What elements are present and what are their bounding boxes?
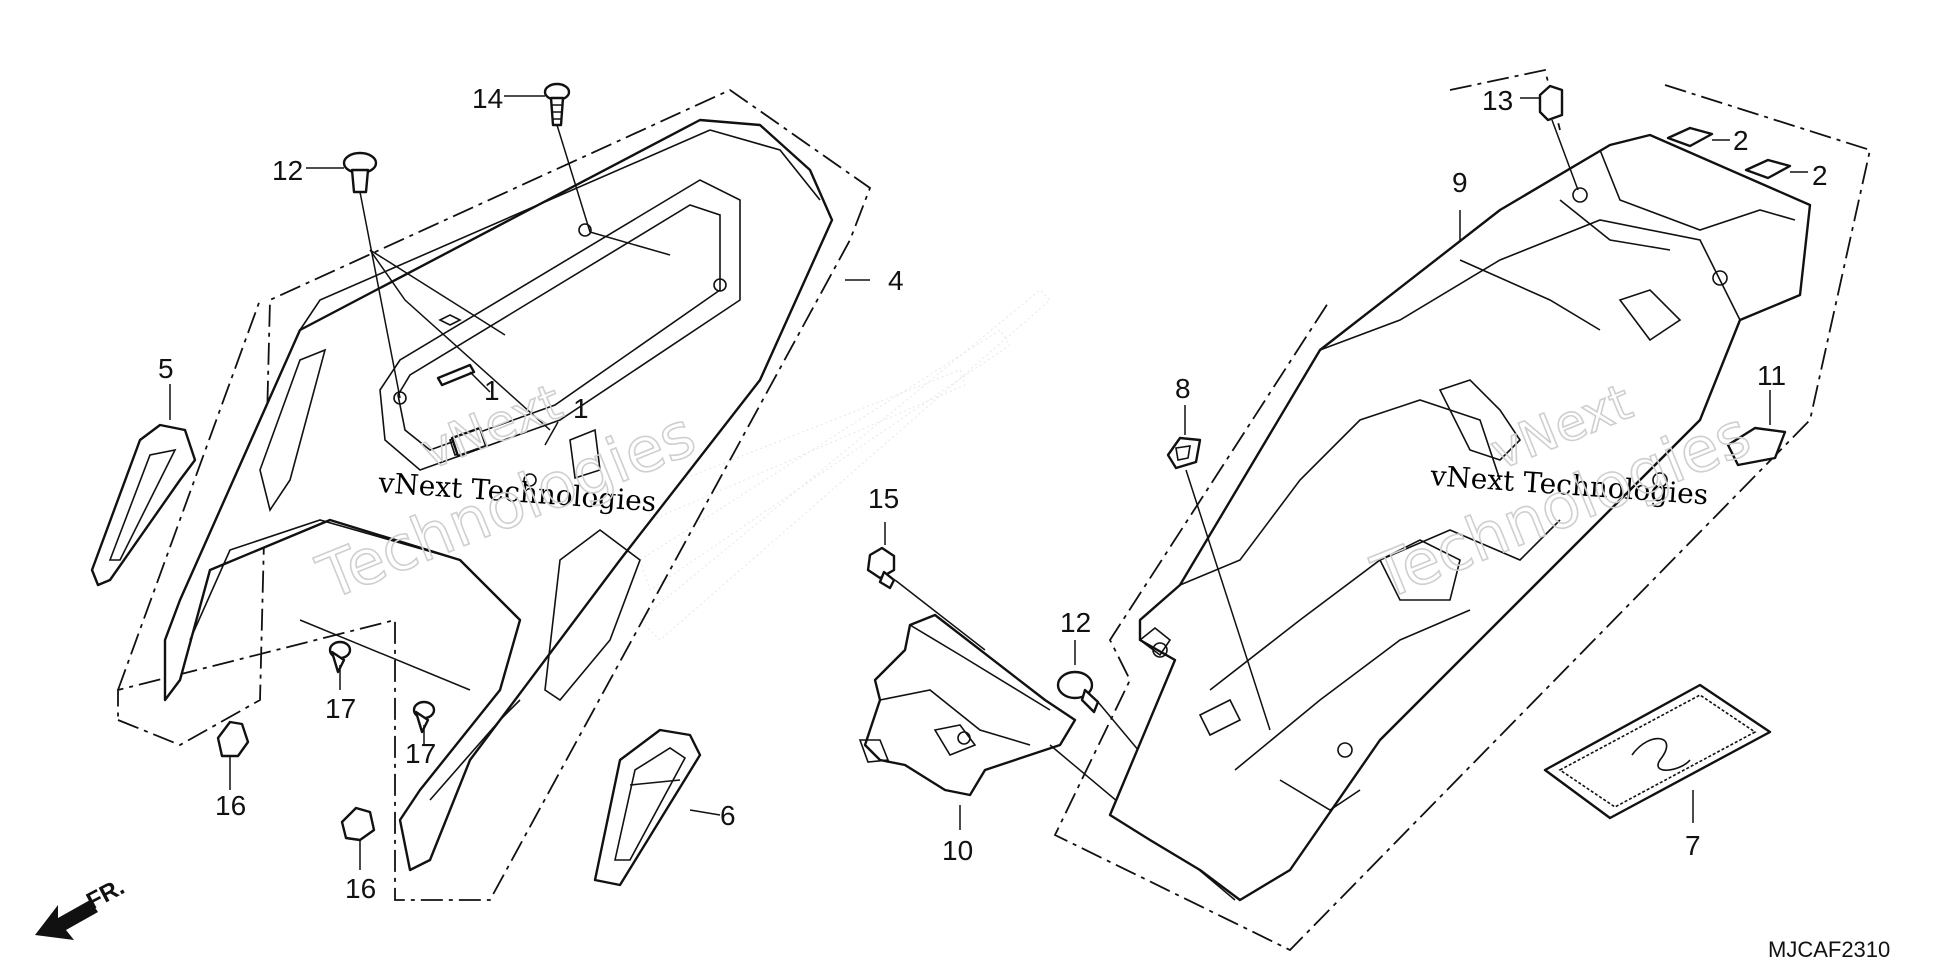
callout-10: 10 bbox=[942, 835, 973, 866]
label-7 bbox=[1543, 683, 1772, 820]
callout-12-left: 12 bbox=[272, 155, 303, 186]
callout-16-lower: 16 bbox=[345, 873, 376, 904]
seat-cowl-group-boundary bbox=[117, 88, 872, 901]
diagram-code: MJCAF2310 bbox=[1768, 937, 1890, 962]
rivet-13 bbox=[1538, 84, 1564, 122]
callout-17-upper: 17 bbox=[325, 693, 356, 724]
pad-11 bbox=[1726, 426, 1787, 467]
leader-lines-right bbox=[1184, 97, 1808, 823]
callout-16-upper: 16 bbox=[215, 790, 246, 821]
bolt-15 bbox=[866, 546, 896, 590]
callout-6: 6 bbox=[720, 800, 736, 831]
callout-1-lower: 1 bbox=[573, 393, 589, 424]
leader-lines-left bbox=[169, 95, 870, 870]
pad-2-right bbox=[1744, 158, 1792, 180]
callout-labels: 14 12 4 5 1 1 17 17 16 16 6 15 10 12 8 1… bbox=[158, 83, 1828, 904]
callout-7: 7 bbox=[1685, 830, 1701, 861]
rear-bracket bbox=[858, 613, 1077, 797]
rivet-12-left bbox=[342, 151, 378, 194]
callout-1-upper: 1 bbox=[484, 375, 500, 406]
background-wing-watermark bbox=[629, 289, 1051, 641]
clip-1-lower bbox=[450, 426, 488, 458]
callout-9: 9 bbox=[1452, 167, 1468, 198]
side-garnish-left bbox=[90, 423, 197, 587]
pad-2-left bbox=[1666, 126, 1714, 148]
grommet-16-lower bbox=[340, 806, 376, 842]
grommet-8 bbox=[1166, 436, 1202, 470]
rivet-12-center bbox=[1056, 670, 1100, 714]
front-direction-arrow: FR. bbox=[35, 873, 129, 940]
rear-seat-cowl bbox=[163, 118, 834, 872]
callout-15: 15 bbox=[868, 483, 899, 514]
callout-14: 14 bbox=[472, 83, 503, 114]
clip-1-upper bbox=[436, 363, 476, 387]
callout-8: 8 bbox=[1175, 373, 1191, 404]
callout-5: 5 bbox=[158, 353, 174, 384]
callout-17-lower: 17 bbox=[405, 738, 436, 769]
bolt-14 bbox=[543, 82, 571, 127]
callout-2-left: 2 bbox=[1733, 125, 1749, 156]
rear-fender bbox=[1108, 133, 1812, 902]
grommet-16-upper bbox=[216, 720, 250, 758]
screw-17-lower bbox=[412, 700, 436, 734]
side-garnish-right bbox=[593, 728, 702, 887]
screw-17-upper bbox=[328, 640, 352, 674]
rear-fender-group-boundary bbox=[1053, 68, 1872, 952]
callout-11: 11 bbox=[1757, 360, 1786, 391]
callout-12-center: 12 bbox=[1060, 607, 1091, 638]
callout-13: 13 bbox=[1482, 85, 1513, 116]
callout-4: 4 bbox=[888, 265, 904, 296]
callout-2-right: 2 bbox=[1812, 160, 1828, 191]
